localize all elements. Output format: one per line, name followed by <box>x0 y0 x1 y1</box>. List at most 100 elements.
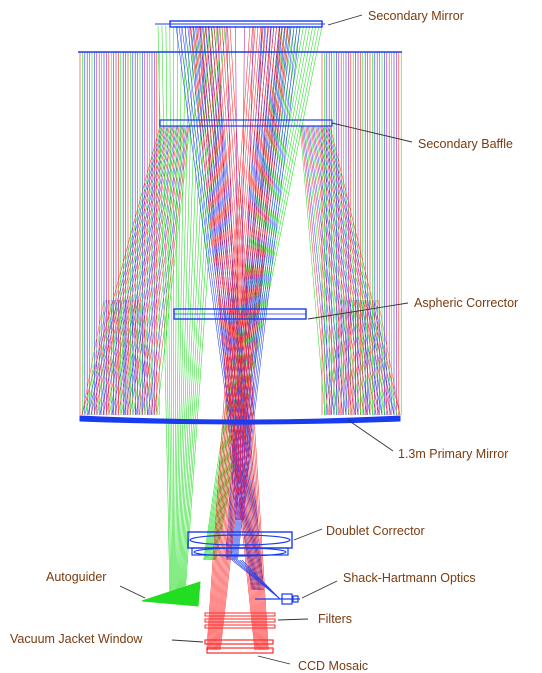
ray-line <box>117 299 123 416</box>
ray-line <box>208 25 256 651</box>
ray-line <box>214 25 275 651</box>
ray-line <box>199 25 236 521</box>
ray-line <box>84 125 162 416</box>
ray-line <box>217 25 283 651</box>
ray-line <box>320 125 377 416</box>
label-secondary-mirror: Secondary Mirror <box>368 9 464 23</box>
ray-line <box>362 299 371 416</box>
ray-line <box>359 299 365 416</box>
ray-line <box>229 25 274 561</box>
ray-line <box>81 125 161 416</box>
optical-elements <box>78 20 402 605</box>
ray-line <box>129 125 180 416</box>
ray-line <box>368 299 383 416</box>
ray-line <box>169 25 173 593</box>
ray-line <box>127 299 131 416</box>
ray-line <box>208 25 237 521</box>
ccd-mosaic <box>206 647 274 654</box>
ray-line <box>324 299 341 416</box>
ray-line <box>227 25 269 561</box>
shack-hartmann-optics <box>255 593 300 605</box>
ray-line <box>141 299 158 416</box>
ray-line <box>241 559 281 600</box>
ray-line <box>243 25 281 521</box>
ray-line <box>220 25 291 651</box>
ray-line <box>108 299 118 416</box>
label-secondary-baffle: Secondary Baffle <box>418 137 513 151</box>
ray-line <box>342 299 350 416</box>
converging-beams <box>157 25 323 651</box>
ray-line <box>333 299 346 416</box>
ray-line <box>226 25 239 521</box>
ray-line <box>216 25 280 651</box>
ray-line <box>316 125 368 416</box>
ray-line <box>326 125 392 416</box>
ray-line <box>336 299 347 416</box>
ray-line <box>299 125 326 416</box>
ray-line <box>205 25 261 651</box>
ray-line <box>210 25 307 561</box>
label-filters: Filters <box>318 612 352 626</box>
vacuum-jacket-window <box>204 639 274 645</box>
ray-line <box>102 299 115 416</box>
label-aspheric-corrector: Aspheric Corrector <box>414 296 518 310</box>
ray-line <box>108 125 172 416</box>
label-vacuum-jacket-window: Vacuum Jacket Window <box>10 632 143 646</box>
ray-line <box>93 299 111 416</box>
ray-line <box>311 125 356 416</box>
ray-line <box>135 125 182 416</box>
ray-line <box>138 125 184 416</box>
ray-line <box>239 25 245 521</box>
ray-line <box>227 25 268 651</box>
ray-line <box>306 125 344 416</box>
ray-line <box>323 125 386 416</box>
ray-line <box>339 299 349 416</box>
ray-line <box>211 25 267 651</box>
ray-line <box>219 25 265 651</box>
ray-line <box>302 125 332 416</box>
ray-line <box>237 25 301 561</box>
ray-line <box>242 25 272 521</box>
ray-line <box>210 25 261 651</box>
filters <box>204 612 276 629</box>
ray-line <box>114 125 174 416</box>
ray-line <box>96 299 112 416</box>
ray-line <box>218 25 285 651</box>
ray-line <box>211 25 310 561</box>
label-ccd-mosaic: CCD Mosaic <box>298 659 368 673</box>
ray-line <box>123 125 178 416</box>
ray-line <box>229 25 277 561</box>
ray-line <box>135 299 146 416</box>
ray-line <box>374 299 395 416</box>
ray-line <box>305 125 341 416</box>
ray-line <box>87 299 108 416</box>
label-doublet-corrector: Doublet Corrector <box>326 524 425 538</box>
ray-line <box>200 25 259 651</box>
ray-line <box>304 125 338 416</box>
ray-line <box>217 25 238 521</box>
ray-line <box>138 299 152 416</box>
ray-line <box>99 125 168 416</box>
ray-line <box>126 299 128 416</box>
ray-line <box>81 299 105 416</box>
ray-line <box>120 299 124 416</box>
ray-line <box>123 299 126 416</box>
ray-line <box>317 125 371 416</box>
ray-line <box>195 25 257 651</box>
ray-line <box>376 299 398 416</box>
ray-line <box>216 25 265 651</box>
ray-line <box>96 125 167 416</box>
ray-line <box>209 25 304 561</box>
ray-line <box>240 25 254 521</box>
labels: Secondary Mirror Secondary Baffle Aspher… <box>10 9 518 673</box>
ray-line <box>161 25 172 593</box>
ray-line <box>132 299 140 416</box>
ray-line <box>102 125 169 416</box>
ray-line <box>328 125 398 416</box>
ray-line <box>327 299 343 416</box>
ray-line <box>358 299 362 416</box>
ray-line <box>93 125 166 416</box>
ray-line <box>208 25 262 651</box>
label-autoguider: Autoguider <box>46 570 106 584</box>
